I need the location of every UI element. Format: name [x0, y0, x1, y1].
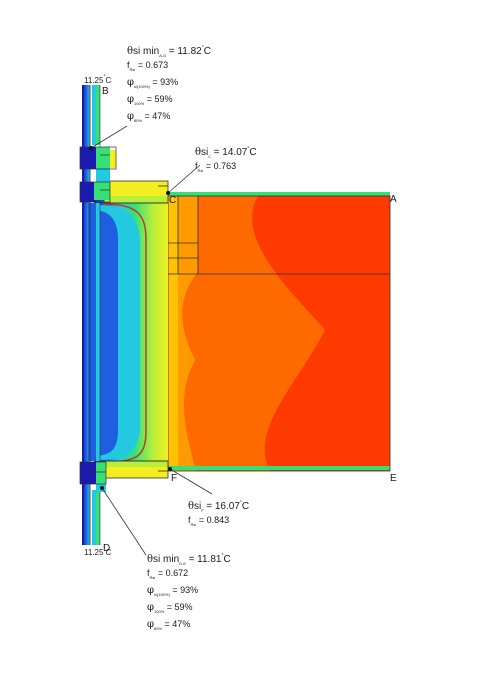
window-frame: [94, 180, 169, 479]
marker-b: [89, 146, 93, 150]
point-markers: [89, 146, 172, 490]
leader-lines: [90, 125, 213, 556]
phi-80-row: φ80% = 47%: [127, 111, 171, 123]
wall-block: [167, 192, 391, 472]
f-rsi-row: fRsi = 0.843: [188, 515, 230, 527]
annotation-point-f: θsiF = 16.07°C fRsi = 0.843: [188, 495, 249, 529]
frame-blue-core: [96, 210, 118, 456]
point-label-c: C: [169, 195, 177, 206]
marker-c: [166, 191, 170, 195]
phi-100-row: φ100% = 59%: [147, 602, 193, 614]
point-label-a: A: [390, 194, 397, 205]
frame-top-lime: [104, 196, 168, 203]
frame-bottom-lime: [104, 461, 168, 467]
marker-f: [168, 467, 172, 471]
isotherm-curve: [103, 203, 147, 463]
wall-amber-strip: [168, 196, 178, 471]
wall-bottom-cap: [168, 466, 390, 470]
f-rsi-row: fRsi = 0.672: [147, 568, 189, 580]
phi-si-row: φsi(100%) = 93%: [147, 585, 199, 597]
point-label-f: F: [171, 473, 178, 484]
theta-si-row: θsiF = 16.07°C: [188, 500, 250, 513]
temp-label-top: 11.25°C: [84, 74, 112, 85]
point-label-e: E: [390, 473, 397, 484]
theta-si-min-row: θsi minA-G = 11.82°C: [127, 45, 211, 58]
phi-100-row: φ100% = 59%: [127, 94, 173, 106]
f-rsi-row: fRsi = 0.673: [127, 60, 169, 72]
theta-si-min-row: θsi minD-E = 11.81°C: [147, 553, 231, 566]
point-label-d: D: [103, 543, 111, 554]
wall-warm-zone: [168, 196, 325, 471]
top-connector: [79, 146, 117, 203]
annotation-point-c: θsiC = 14.07°C fRsi = 0.763: [195, 141, 257, 175]
temp-label-bottom: 11.25°C: [84, 546, 112, 557]
wall-top-cap: [168, 192, 390, 196]
phi-80-row: φ80% = 47%: [147, 619, 191, 631]
f-rsi-row: fRsi = 0.763: [195, 161, 237, 173]
phi-si-row: φsi(100%) = 93%: [127, 77, 179, 89]
annotation-bottom-left: θsi minD-E = 11.81°C fRsi = 0.672 φsi(10…: [147, 548, 231, 633]
annotation-top-left: θsi minA-G = 11.82°C fRsi = 0.673 φsi(10…: [127, 40, 211, 125]
marker-d: [100, 486, 104, 490]
point-label-b: B: [102, 86, 109, 97]
theta-si-row: θsiC = 14.07°C: [195, 146, 257, 159]
